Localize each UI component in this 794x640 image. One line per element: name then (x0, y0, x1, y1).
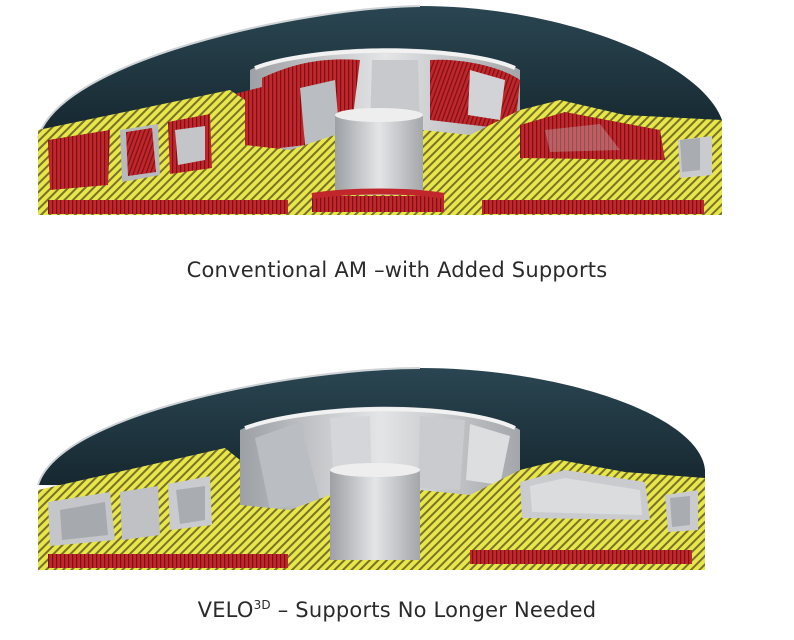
velo3d-figure (0, 360, 794, 590)
conventional-am-impeller-illustration (37, 5, 722, 215)
velo3d-caption: VELO3D – Supports No Longer Needed (0, 598, 794, 622)
velo3d-caption-prefix: VELO (197, 598, 254, 622)
conventional-am-figure (0, 0, 794, 240)
conventional-am-caption: Conventional AM –with Added Supports (186, 258, 608, 282)
velo3d-caption-suffix: – Supports No Longer Needed (270, 598, 597, 622)
velo3d-caption-superscript: 3D (253, 598, 271, 612)
velo3d-impeller-illustration (37, 367, 705, 570)
